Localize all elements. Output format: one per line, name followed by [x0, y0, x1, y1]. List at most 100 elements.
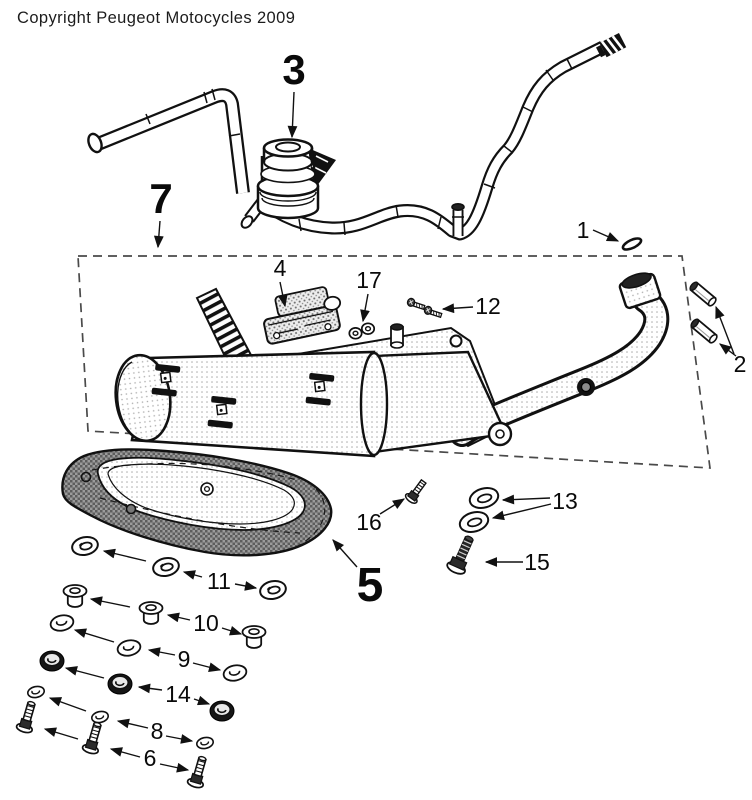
washer-part9-c	[221, 662, 249, 684]
callout-5-arrow	[332, 539, 358, 568]
callout-11-arrow-a	[182, 570, 203, 580]
callout-14-label: 14	[165, 681, 191, 707]
washer-part13-b	[456, 507, 492, 537]
mount-bracket-part4	[263, 286, 342, 345]
callout-8-arrow-c	[165, 734, 194, 744]
callout-8-arrow-a	[116, 718, 149, 729]
callout-3-label: 3	[282, 46, 305, 93]
callout-1-label: 1	[577, 217, 590, 243]
washer-part8-c	[194, 735, 216, 751]
bolt-part6-c	[185, 753, 212, 791]
callout-5-label: 5	[357, 559, 384, 612]
callout-7-arrow	[153, 220, 164, 249]
nut-part14-b	[107, 673, 133, 695]
callout-6-label: 6	[144, 745, 157, 771]
washer-part8-b	[89, 709, 111, 725]
callout-2-label: 2	[734, 351, 747, 377]
air-tube-assembly	[87, 32, 627, 241]
callout-10-label: 10	[193, 610, 219, 636]
assembly-boundary-box	[77, 255, 711, 469]
callout-8-label: 8	[151, 718, 164, 744]
screw-part12-b	[422, 304, 444, 320]
bushing-part10-a	[62, 584, 88, 608]
bolt-part15	[444, 532, 480, 578]
muffler-mount-post	[390, 323, 404, 349]
callout-14-arrow-a	[137, 683, 163, 694]
callout-16-arrow	[379, 498, 406, 515]
callout-10-arrow-a	[166, 612, 191, 623]
callout-4-arrow	[277, 281, 288, 308]
stud-part2-a	[687, 280, 719, 308]
washer-part11-a	[69, 533, 101, 559]
nut-part14-a	[39, 650, 65, 672]
callout-17-label: 17	[356, 267, 382, 293]
washer-part9-a	[48, 612, 76, 634]
callout-11-arrow-c	[234, 581, 258, 591]
heat-shield-inner-panel	[96, 456, 306, 531]
callout-14-arrow-b	[64, 666, 105, 679]
callout-12-arrow	[441, 303, 474, 314]
callout-2-arrow-b	[719, 343, 737, 357]
callout-13-arrow-b	[491, 503, 552, 521]
air-tube-left-end-cap	[87, 132, 103, 154]
callout-10-arrow-b	[89, 596, 131, 608]
washer-part13-a	[466, 483, 502, 513]
heat-shield-crease-lines	[91, 462, 326, 547]
air-tube-port-cap	[451, 203, 465, 212]
callout-16-label: 16	[356, 509, 382, 535]
washer-part8-a	[25, 684, 47, 700]
muffler-band	[359, 351, 389, 457]
copyright-text: Copyright Peugeot Motocycles 2009	[17, 9, 295, 27]
air-tube-main-fill	[257, 43, 605, 239]
bushing-part10-c	[241, 625, 267, 649]
callout-9-arrow-a	[147, 647, 176, 657]
screw-part12-a	[405, 296, 427, 312]
callout-3-arrow	[287, 91, 298, 139]
muffler-plate-hole	[449, 334, 463, 348]
callout-14-arrow-c	[193, 695, 211, 706]
bushing-part10-b	[138, 601, 164, 625]
heat-shield-hole-1	[80, 471, 92, 483]
bolt-part16	[403, 476, 430, 506]
callout-12-label: 12	[475, 293, 501, 319]
callout-11-label: 11	[207, 568, 231, 594]
muffler-assembly	[114, 272, 670, 458]
callout-8-arrow-b	[48, 697, 87, 712]
callout-6-arrow-a	[109, 747, 141, 758]
callout-17-arrow	[360, 293, 370, 323]
callout-arrows	[43, 91, 737, 773]
bolt-part6-b	[80, 719, 107, 757]
callout-10-arrow-c	[221, 626, 243, 636]
callout-labels: 3 7 5 1 2 4 17 12 16 13 15 11 10 9 14 8 …	[144, 46, 747, 771]
callout-7-label: 7	[149, 175, 172, 222]
stud-part2-b	[688, 317, 720, 345]
air-tube-left-couplings	[145, 88, 241, 137]
callout-13-arrow-a	[501, 494, 551, 505]
washer-part9-b	[115, 637, 143, 659]
heat-shield-hole-3	[125, 503, 137, 515]
callout-15-label: 15	[524, 549, 550, 575]
heat-shield	[61, 448, 333, 557]
spacer-part17	[348, 322, 376, 340]
o-ring-part1	[620, 234, 644, 254]
callout-9-label: 9	[178, 646, 191, 672]
air-tube-connector	[596, 32, 627, 58]
washer-part11-b	[150, 554, 182, 580]
callout-4-label: 4	[274, 255, 287, 281]
muffler-rear-cone	[372, 350, 508, 454]
bolt-part6-a	[14, 698, 41, 736]
air-tube-stub-end	[240, 215, 254, 229]
callout-11-arrow-b	[102, 548, 147, 562]
callout-9-arrow-c	[192, 662, 222, 672]
callout-1-arrow	[592, 229, 620, 242]
callout-6-arrow-c	[159, 762, 190, 773]
nut-part14-c	[209, 700, 235, 722]
callout-6-arrow-b	[43, 727, 79, 740]
heat-shield-hole-2	[200, 482, 214, 496]
air-tube-main-segments	[298, 58, 573, 236]
callout-13-label: 13	[552, 488, 578, 514]
callout-9-arrow-b	[73, 628, 115, 643]
header-pipe-flange	[618, 272, 662, 310]
